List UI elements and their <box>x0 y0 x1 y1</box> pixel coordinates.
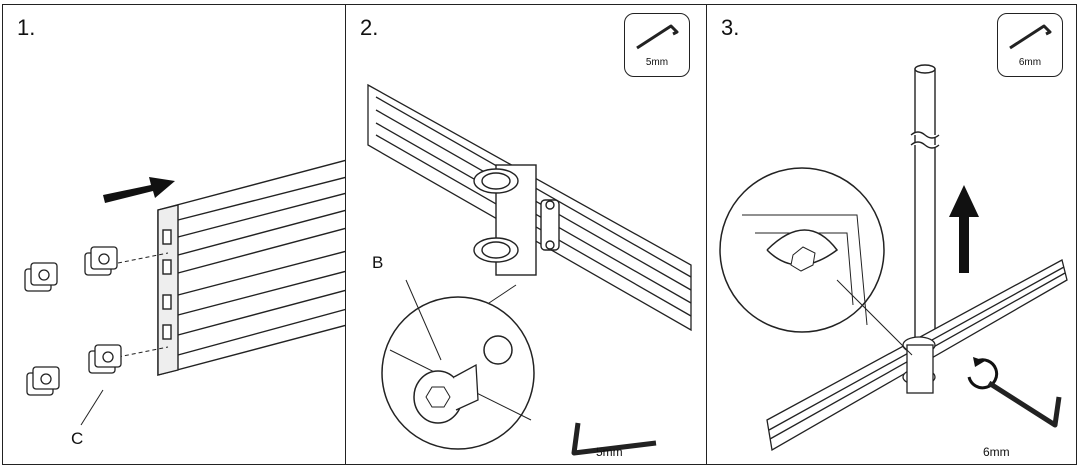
t-nuts <box>24 246 122 396</box>
step-1-number: 1. <box>17 15 36 40</box>
callout-c-label: C <box>71 429 84 448</box>
detail-magnifier <box>381 296 535 450</box>
tool-box-5mm: 5mm <box>624 13 690 77</box>
step-3-number: 3. <box>721 15 740 40</box>
step-1-illustration <box>24 159 345 426</box>
raise-direction-arrow <box>949 185 979 273</box>
detail-magnifier <box>719 167 885 333</box>
wall-rail <box>157 159 345 376</box>
rotate-arrow <box>967 358 999 390</box>
wrench-size-label: 6mm <box>983 445 1010 459</box>
mount-bracket <box>473 164 560 276</box>
tool-size-label: 6mm <box>1018 57 1042 68</box>
step-1-panel: 1. <box>2 4 346 465</box>
tool-size-label: 5mm <box>645 57 669 68</box>
step-3-panel: 3. 6mm <box>706 4 1077 465</box>
step-3-illustration <box>719 64 1068 452</box>
hex-key-icon <box>1009 24 1052 50</box>
mount-clamp <box>902 336 936 394</box>
pole <box>910 64 940 350</box>
callout-b-label: B <box>372 253 384 272</box>
hex-key <box>987 380 1062 428</box>
insert-direction-arrow <box>103 177 175 203</box>
step-2-number: 2. <box>360 15 379 40</box>
wrench-size-label: 5mm <box>596 445 623 459</box>
hex-key <box>571 422 657 456</box>
step-2-illustration <box>367 83 692 456</box>
hex-key-icon <box>636 24 679 50</box>
step-2-panel: 2. 5mm <box>345 4 707 465</box>
tool-box-6mm: 6mm <box>997 13 1063 77</box>
